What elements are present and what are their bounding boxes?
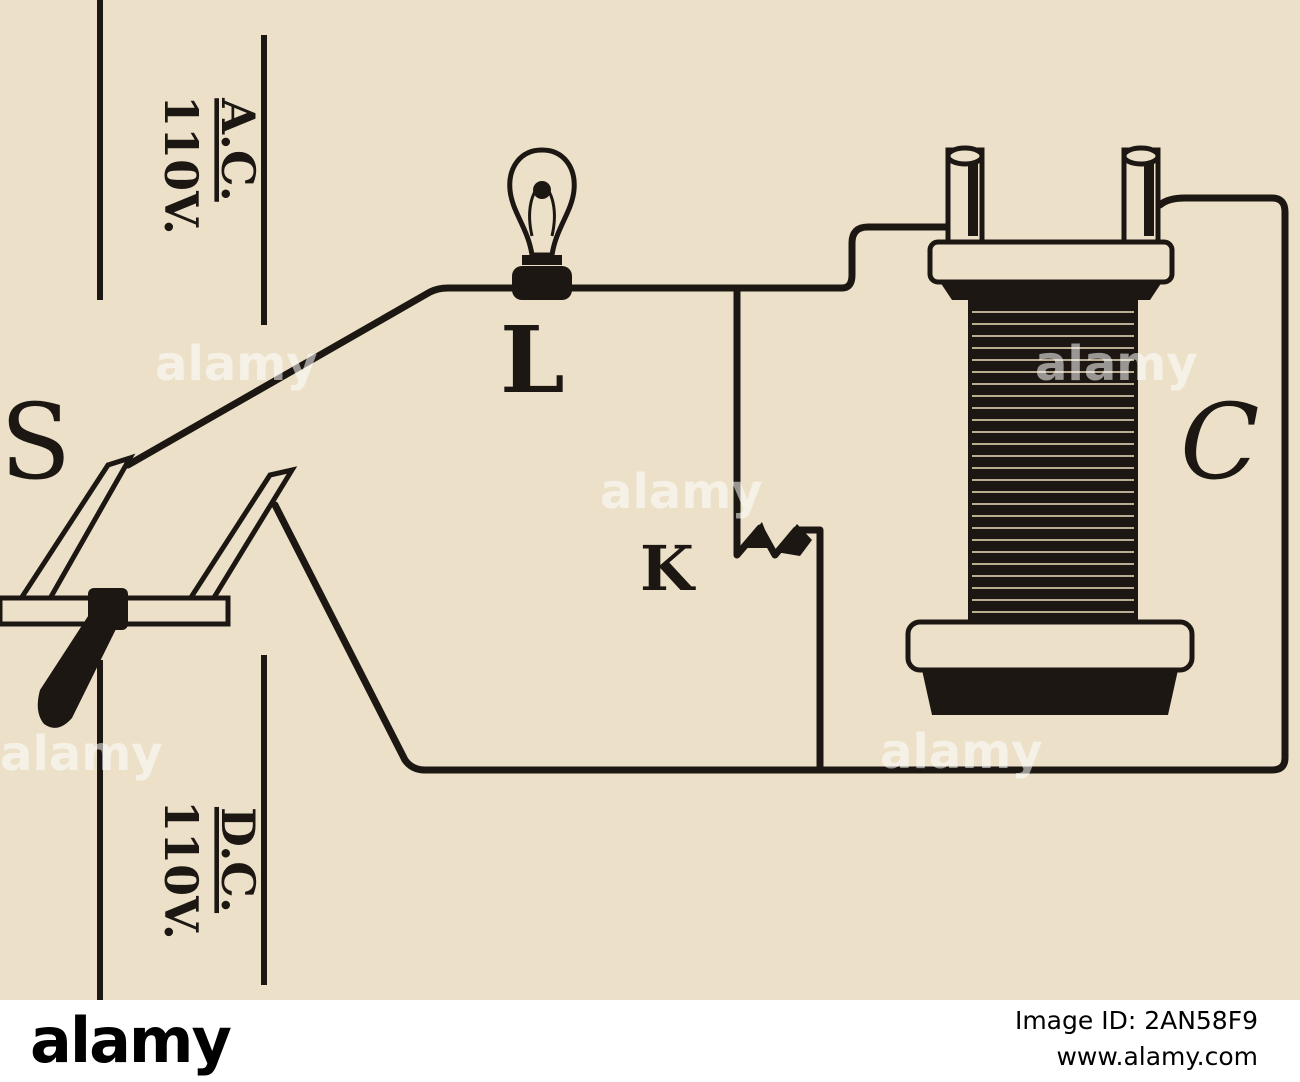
label-s: S [0, 381, 71, 503]
ac-supply-rails [97, 0, 267, 325]
watermarks: alamy alamy alamy alamy alamy [0, 336, 1198, 782]
induction-coil [905, 145, 1195, 715]
watermark: alamy [880, 724, 1043, 780]
circuit-diagram: 110V. A.C. 110V. D.C. [0, 0, 1300, 1000]
lamp [507, 147, 577, 300]
watermark: alamy [0, 726, 163, 782]
stock-url-link[interactable]: www.alamy.com [1056, 1042, 1258, 1071]
circuit-svg: 110V. A.C. 110V. D.C. [0, 0, 1289, 1000]
binding-post-right [1121, 145, 1161, 245]
wire-coil-return [271, 194, 1289, 774]
watermark: alamy [1035, 336, 1198, 392]
image-id-text: Image ID: 2AN58F9 [1014, 1006, 1258, 1035]
dc-supply-rails [97, 655, 267, 1000]
stock-footer: alamy Image ID: 2AN58F9 www.alamy.com [0, 1000, 1300, 1082]
watermark: alamy [155, 336, 318, 392]
dc-type-label: D.C. [211, 807, 265, 913]
knife-switch [0, 453, 298, 728]
binding-post-left [945, 145, 985, 245]
dc-voltage-label: 110V. [154, 800, 208, 940]
wire-interrupter [733, 284, 824, 774]
ac-type-label: A.C. [211, 97, 265, 202]
wire-lamp-to-coil [561, 201, 966, 292]
label-k: K [640, 532, 696, 605]
interrupter-k [740, 522, 812, 556]
brand-logo[interactable]: alamy [30, 1004, 232, 1077]
label-l: L [500, 306, 565, 414]
watermark: alamy [600, 464, 763, 520]
ac-voltage-label: 110V. [154, 95, 208, 235]
wire-switch-to-lamp [124, 284, 524, 469]
label-c: C [1180, 381, 1260, 503]
